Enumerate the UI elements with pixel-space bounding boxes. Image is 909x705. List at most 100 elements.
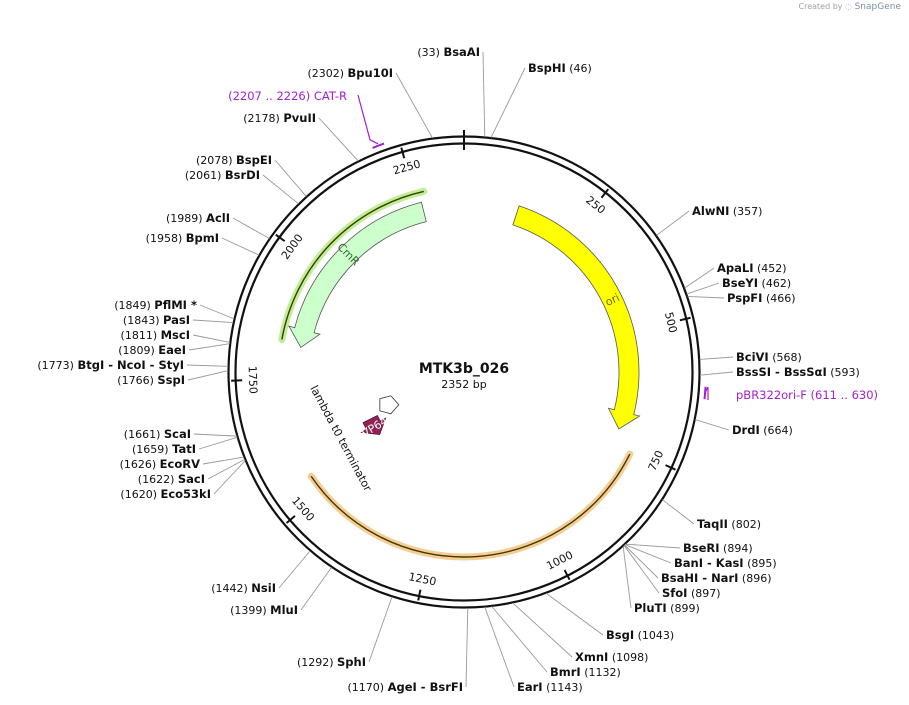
scale-tick-label: 1000: [544, 548, 575, 572]
primer-mark-cat-r[interactable]: [372, 142, 385, 149]
site-label[interactable]: AlwNI (357): [692, 204, 762, 218]
primer-leader: [704, 386, 709, 400]
site-leader: [232, 217, 270, 239]
plasmid-length: 2352 bp: [441, 378, 486, 391]
site-label[interactable]: (1661) ScaI: [124, 427, 191, 441]
scale-tick-label: 750: [646, 448, 667, 473]
scale-tick: [285, 515, 296, 524]
site-leader: [662, 499, 695, 525]
scale-tick-label: 250: [583, 194, 608, 217]
feature-cmr[interactable]: [288, 201, 427, 348]
site-leaders: [186, 51, 734, 688]
site-leader: [512, 602, 573, 658]
site-label[interactable]: (1626) EcoRV: [120, 457, 201, 471]
site-leader: [623, 545, 660, 594]
site-leader: [199, 304, 235, 320]
site-label[interactable]: (1809) EaeI: [118, 343, 186, 357]
site-label[interactable]: ApaLI (452): [717, 261, 787, 275]
scale-tick: [400, 147, 406, 159]
site-leader: [624, 544, 659, 579]
site-label[interactable]: DrdI (664): [732, 423, 793, 437]
scale-tick: [275, 233, 286, 242]
site-label[interactable]: (33) BsaAI: [417, 45, 480, 59]
site-label[interactable]: (1849) PflMI *: [114, 298, 197, 312]
plasmid-backbone: [227, 130, 701, 609]
site-label[interactable]: (2061) BsrDI: [185, 168, 260, 182]
site-leader: [278, 550, 311, 589]
site-leader: [202, 456, 244, 465]
site-label[interactable]: BssSI - BssSαI (593): [736, 365, 860, 379]
site-label[interactable]: BsgI (1043): [606, 628, 674, 642]
site-label[interactable]: (1292) SphI: [297, 655, 366, 669]
scale-tick: [665, 464, 676, 471]
site-label[interactable]: BmrI (1132): [550, 665, 621, 679]
scale-tick: [679, 316, 691, 322]
primer-label-pbr322ori-f[interactable]: pBR322ori-F (611 .. 630): [736, 388, 878, 402]
site-leader: [318, 117, 359, 162]
primer-leader: [357, 94, 379, 145]
scale-tick: [600, 188, 610, 199]
site-leader: [699, 371, 734, 376]
feature-ori[interactable]: [512, 205, 641, 430]
plasmid-name: MTK3b_026: [419, 361, 509, 377]
feature-label: ori: [603, 291, 622, 309]
site-leader: [187, 370, 229, 381]
site-leader: [192, 319, 234, 324]
terminator-icon[interactable]: [379, 395, 400, 415]
site-label[interactable]: TaqII (802): [697, 517, 761, 531]
site-label[interactable]: (1442) NsiI: [211, 581, 276, 595]
site-leader: [484, 606, 515, 688]
primer-label-cat-r[interactable]: (2207 .. 2226) CAT-R: [228, 89, 347, 103]
site-leader: [687, 295, 725, 299]
site-label[interactable]: XmnI (1098): [575, 650, 648, 664]
credit-prefix: Created by: [798, 2, 843, 11]
site-label[interactable]: (2178) PvuII: [243, 111, 316, 125]
scale-tick: [417, 589, 422, 601]
site-label[interactable]: SfoI (897): [662, 586, 721, 600]
site-label[interactable]: BseYI (462): [722, 276, 791, 290]
site-label[interactable]: (1989) AclI: [166, 211, 230, 225]
site-label[interactable]: (1843) PasI: [123, 313, 190, 327]
snapgene-credit: Created by ◌ SnapGene: [799, 2, 902, 12]
primer-mark-pbr322ori-f[interactable]: [703, 386, 707, 400]
site-leader: [545, 592, 604, 636]
site-label[interactable]: PluTI (899): [634, 601, 700, 615]
site-leader: [188, 343, 230, 351]
site-label[interactable]: (1958) BpmI: [146, 231, 219, 245]
site-label[interactable]: (1399) MluI: [230, 603, 298, 617]
site-label[interactable]: (2302) Bpu10I: [307, 66, 393, 80]
site-label[interactable]: (1766) SspI: [117, 373, 185, 387]
site-leader: [368, 596, 393, 663]
site-label[interactable]: BseRI (894): [683, 541, 753, 555]
feature-highlight-line: [281, 190, 424, 340]
credit-brand: SnapGene: [854, 2, 901, 12]
site-leader: [490, 67, 526, 138]
site-label[interactable]: BciVI (568): [736, 350, 802, 364]
site-labels: BspHI (46) AlwNI (357) ApaLI (452)BseYI (4…: [37, 45, 878, 694]
feature-vp64[interactable]: [360, 414, 387, 436]
site-label[interactable]: BanI - KasI (895): [674, 556, 777, 570]
site-label[interactable]: (1170) AgeI - BsrFI: [348, 680, 464, 694]
site-label[interactable]: (1622) SacI: [138, 472, 205, 486]
site-label[interactable]: (1659) TatI: [132, 442, 196, 456]
site-leader: [656, 210, 690, 236]
site-label[interactable]: BspHI (46): [528, 61, 592, 75]
site-label[interactable]: EarI (1143): [517, 680, 583, 694]
site-label[interactable]: (1620) Eco53kI: [120, 487, 211, 501]
site-leader: [262, 174, 299, 205]
plasmid-center-label: MTK3b_026 2352 bp: [419, 361, 509, 391]
site-label[interactable]: (1773) BtgI - NcoI - StyI: [37, 358, 184, 372]
snapgene-logo-icon: ◌: [845, 2, 853, 11]
site-label[interactable]: (1811) MscI: [121, 328, 190, 342]
site-label[interactable]: (2078) BspEI: [196, 153, 272, 167]
site-label[interactable]: BsaHI - NarI (896): [661, 571, 771, 585]
site-leader: [624, 544, 672, 564]
site-leader: [274, 159, 307, 197]
site-leader: [213, 460, 246, 495]
feature-highlights: [278, 187, 634, 561]
site-leader: [300, 567, 332, 611]
site-label[interactable]: PspFI (466): [727, 291, 796, 305]
